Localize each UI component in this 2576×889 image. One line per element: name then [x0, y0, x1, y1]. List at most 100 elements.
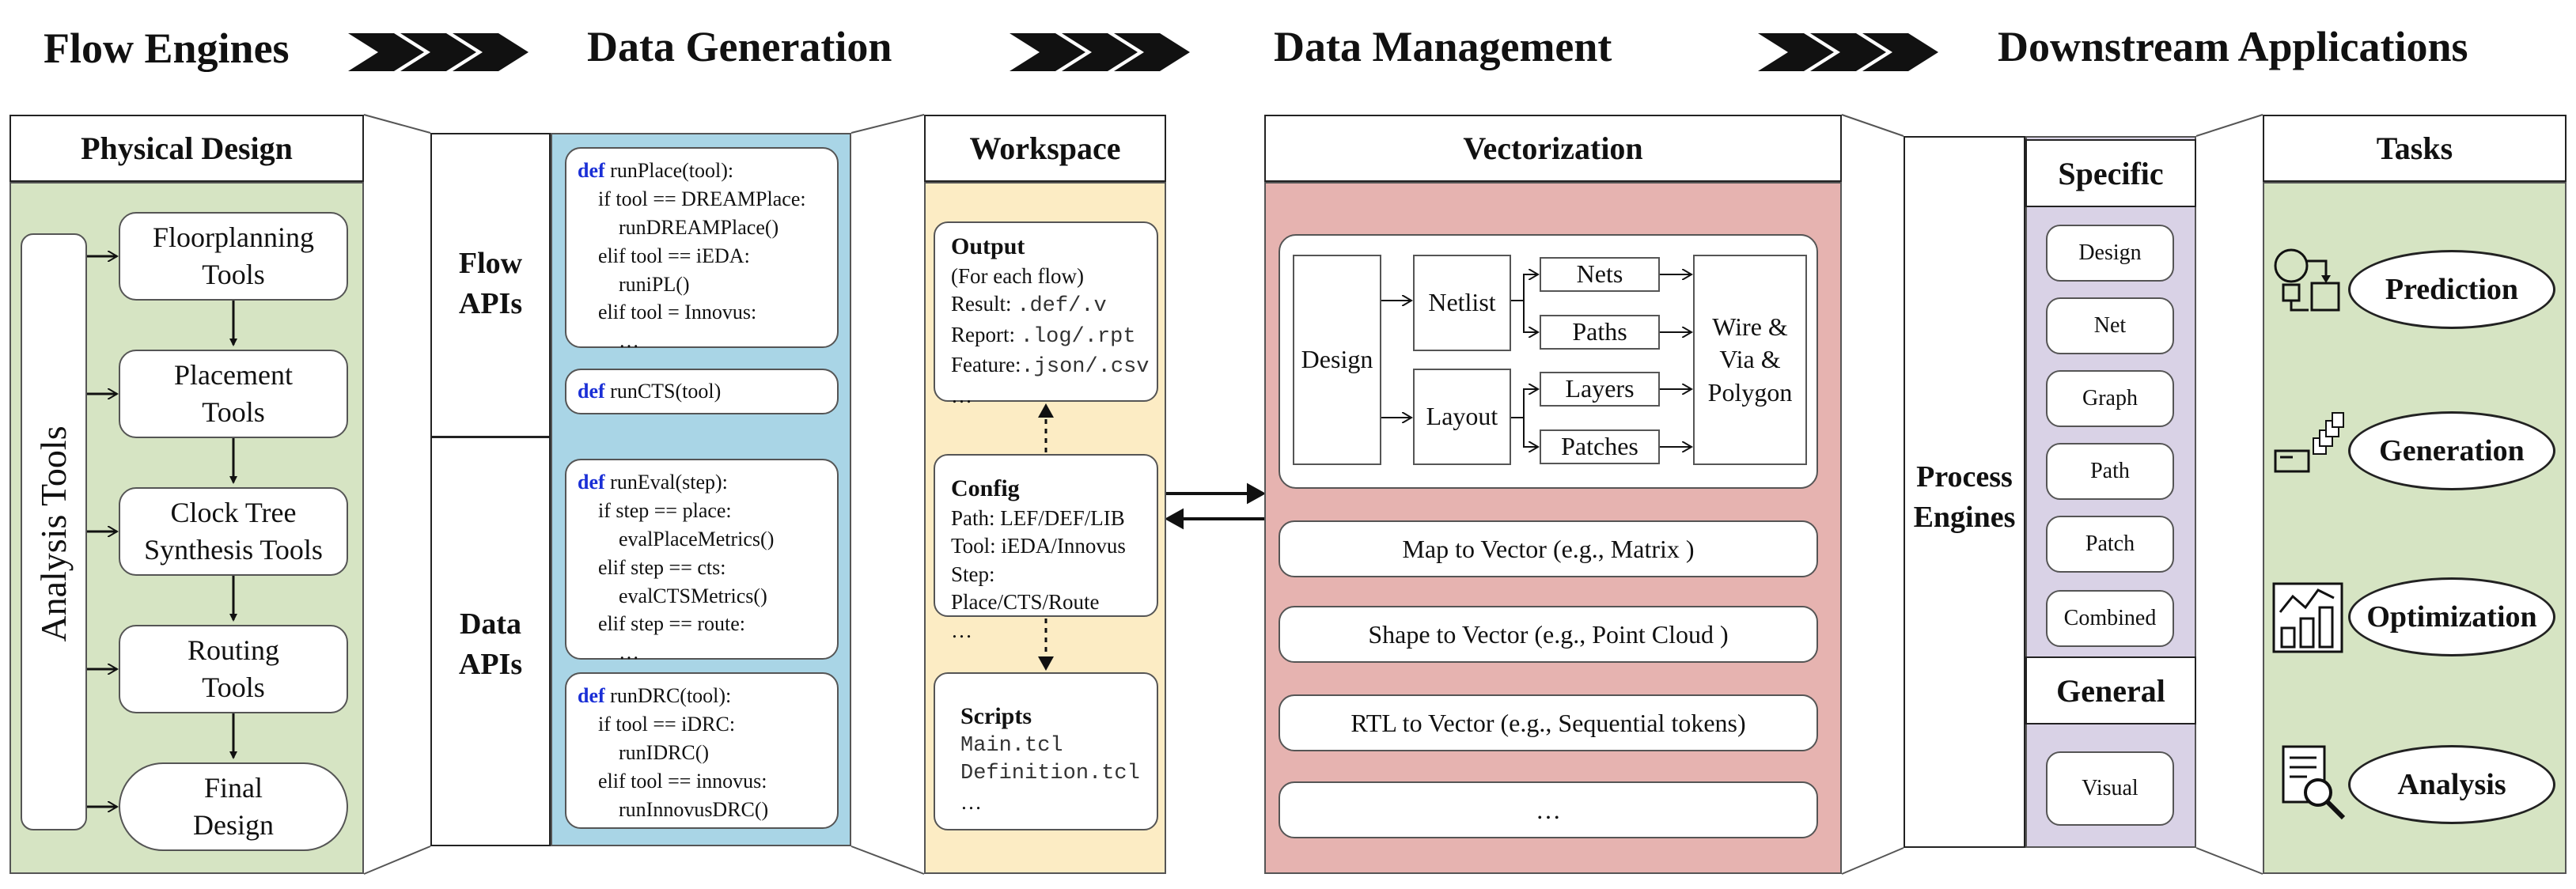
step-line: Final [203, 772, 263, 804]
apis-label-column [430, 133, 551, 846]
task-optimization: Optimization [2348, 577, 2555, 656]
row-value: .def/.v [1017, 294, 1107, 319]
generation-icon [2274, 412, 2344, 473]
header-data-management: Data Management [1274, 23, 1612, 70]
engine-design: Design [2046, 225, 2174, 282]
step-line: Floorplanning [153, 221, 314, 254]
header-flow-engines: Flow Engines [44, 25, 290, 72]
row-value: Place/CTS/Route [951, 590, 1100, 615]
step-line: Tools [202, 259, 265, 290]
run-place-code: def runPlace(tool): if tool == DREAMPlac… [565, 147, 839, 352]
task-generation: Generation [2348, 411, 2555, 490]
chevron-arrows-icon [1758, 33, 1938, 71]
workspace-title: Workspace [924, 115, 1166, 182]
node-line: Wire & [1712, 312, 1788, 341]
scripts-ellipsis: … [960, 789, 982, 814]
output-row: Result: .def/.v [951, 290, 1141, 321]
code-line: elif step == route: [578, 612, 745, 636]
layers-node: Layers [1540, 372, 1660, 407]
row-label: Path: [951, 505, 1001, 530]
general-title: General [2025, 656, 2196, 724]
specific-title: Specific [2025, 139, 2196, 207]
vectorization-title: Vectorization [1264, 115, 1842, 182]
header-data-generation: Data Generation [587, 23, 892, 70]
row-value: LEF/DEF/LIB [1000, 505, 1125, 530]
code-line: def runEval(step): [578, 468, 826, 497]
step-line: Routing [187, 634, 279, 667]
data-apis-label: Data APIs [430, 604, 551, 686]
step-line: Placement [174, 359, 293, 392]
code-line: elif step == cts: [578, 555, 726, 579]
output-heading: Output [951, 233, 1025, 259]
shape-to-vector-item: Shape to Vector (e.g., Point Cloud ) [1279, 606, 1818, 663]
code-line: elif tool == innovus: [578, 769, 767, 793]
label-line: Engines [1913, 501, 2016, 535]
config-row: Tool: iEDA/Innovus [951, 532, 1141, 561]
code-line: if tool == iDRC: [578, 712, 736, 736]
script-file: Main.tcl [960, 733, 1063, 758]
code-line: def runDRC(tool): [578, 682, 826, 710]
run-eval-code: def runEval(step): if step == place: eva… [565, 459, 839, 664]
output-row: Report: .log/.rpt [951, 321, 1141, 352]
process-engines-column [1904, 136, 2025, 848]
map-to-vector-item: Map to Vector (e.g., Matrix ) [1279, 520, 1818, 577]
config-row: Path: LEF/DEF/LIB [951, 505, 1141, 533]
code-line: elif tool = Innovus: [578, 301, 757, 324]
code-line: runiPL() [578, 272, 690, 296]
engine-net: Net [2046, 297, 2174, 354]
row-label: Report: [951, 322, 1021, 346]
step-line: Design [193, 809, 274, 841]
script-file: Definition.tcl [960, 762, 1140, 786]
code-line: runIDRC() [578, 740, 710, 764]
engine-path: Path [2046, 443, 2174, 500]
process-engines-label: Process Engines [1904, 457, 2025, 539]
row-value: .log/.rpt [1020, 324, 1136, 349]
row-label: Result: [951, 292, 1017, 316]
code-text: runDRC(tool): [610, 684, 732, 707]
code-line: evalCTSMetrics() [578, 584, 767, 607]
keyword: def [578, 159, 605, 182]
tasks-title: Tasks [2263, 115, 2567, 182]
code-line: runDREAMPlace() [578, 215, 779, 239]
run-drc-code: def runDRC(tool): if tool == iDRC: runID… [565, 672, 839, 829]
netlist-node: Netlist [1413, 255, 1511, 351]
step-line: Clock Tree [170, 497, 297, 529]
config-box: Config Path: LEF/DEF/LIB Tool: iEDA/Inno… [934, 454, 1158, 642]
prediction-icon [2274, 248, 2340, 312]
rtl-to-vector-item: RTL to Vector (e.g., Sequential tokens) [1279, 694, 1818, 751]
paths-node: Paths [1540, 315, 1660, 350]
code-text: runPlace(tool): [610, 159, 734, 182]
code-line: elif tool == iEDA: [578, 244, 750, 267]
config-heading: Config [951, 475, 1020, 501]
chevron-arrows-icon [1010, 33, 1190, 71]
row-value: iEDA/Innovus [1001, 534, 1126, 558]
code-line: def runCTS(tool) [578, 377, 721, 406]
row-label: Tool: [951, 534, 1002, 558]
engine-visual: Visual [2046, 751, 2174, 826]
code-line: if tool == DREAMPlace: [578, 187, 806, 210]
code-text: runCTS(tool) [610, 380, 722, 403]
header-downstream-applications: Downstream Applications [1998, 23, 2468, 70]
run-cts-code: def runCTS(tool) [565, 369, 839, 414]
code-line: runInnovusDRC() [578, 797, 769, 821]
flow-apis-label: Flow APIs [430, 244, 551, 325]
node-line: Via & [1719, 345, 1781, 374]
config-row: Step: Place/CTS/Route [951, 561, 1141, 617]
output-ellipsis: … [951, 384, 972, 408]
output-sub: (For each flow) [951, 263, 1084, 288]
scripts-box: Scripts Main.tcl Definition.tcl … [934, 672, 1158, 830]
node-line: Polygon [1707, 377, 1793, 407]
label-line: APIs [458, 648, 523, 682]
row-label: Step: [951, 562, 995, 586]
code-line: … [578, 329, 639, 353]
optimization-icon [2272, 582, 2343, 653]
analysis-icon [2282, 745, 2346, 820]
keyword: def [578, 471, 605, 494]
